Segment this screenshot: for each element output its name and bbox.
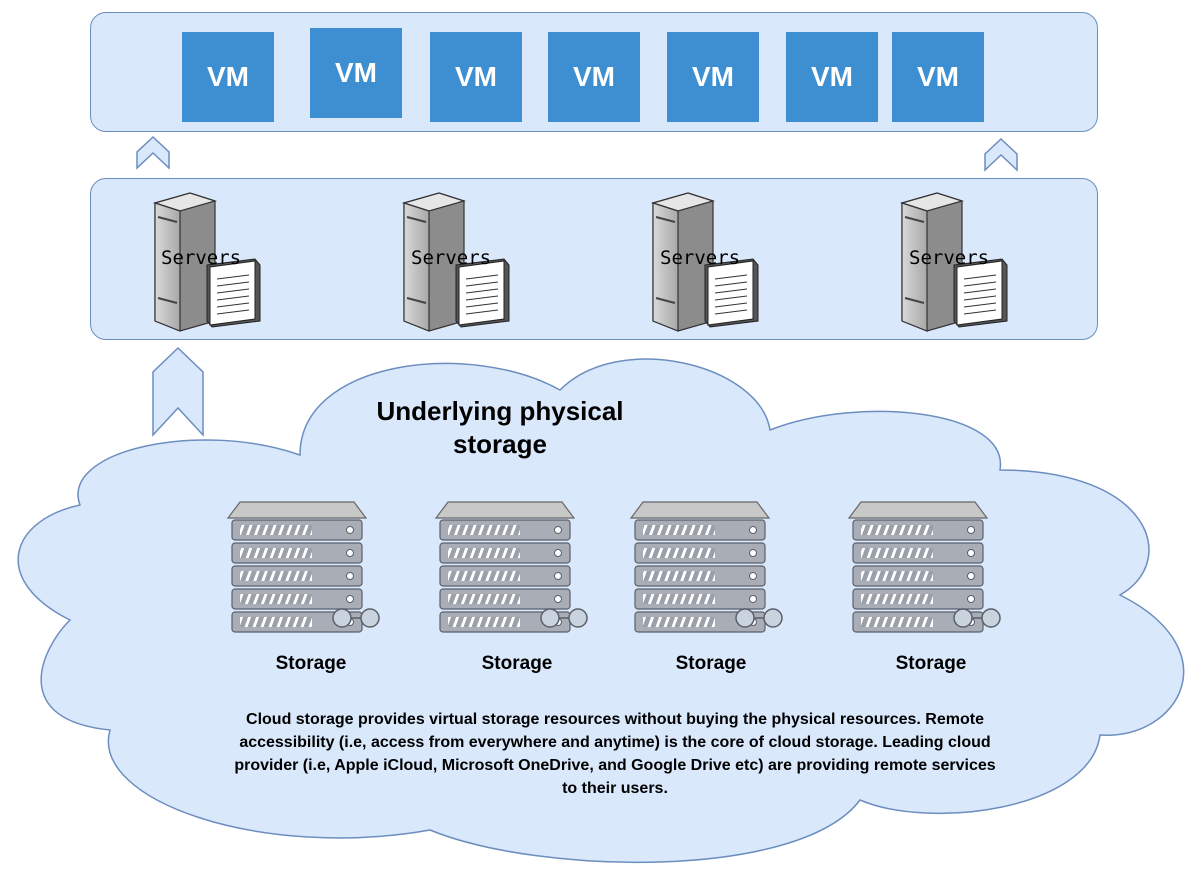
storage-description: Cloud storage provides virtual storage r… — [234, 711, 996, 797]
vm-box: VM — [786, 32, 878, 122]
up-arrow-icon — [152, 346, 204, 437]
server-label: Servers — [411, 247, 492, 269]
storage-rack-icon — [847, 501, 1001, 633]
storage-rack-icon — [434, 501, 588, 633]
vm-box: VM — [548, 32, 640, 122]
server-label: Servers — [909, 247, 990, 269]
storage-cloud-title: Underlying physical storage — [376, 396, 624, 459]
storage-label: Storage — [895, 653, 967, 674]
storage-cloud — [17, 358, 1185, 864]
server-label: Servers — [161, 247, 242, 269]
vm-box: VM — [430, 32, 522, 122]
vm-box: VM — [310, 28, 402, 118]
up-arrow-icon — [136, 135, 170, 170]
up-arrow-icon — [984, 137, 1018, 172]
storage-label: Storage — [675, 653, 747, 674]
storage-rack-icon — [226, 501, 380, 633]
storage-rack-icon — [629, 501, 783, 633]
vm-box: VM — [892, 32, 984, 122]
storage-label: Storage — [481, 653, 553, 674]
vm-box: VM — [182, 32, 274, 122]
server-label: Servers — [660, 247, 741, 269]
storage-label: Storage — [275, 653, 347, 674]
vm-box: VM — [667, 32, 759, 122]
